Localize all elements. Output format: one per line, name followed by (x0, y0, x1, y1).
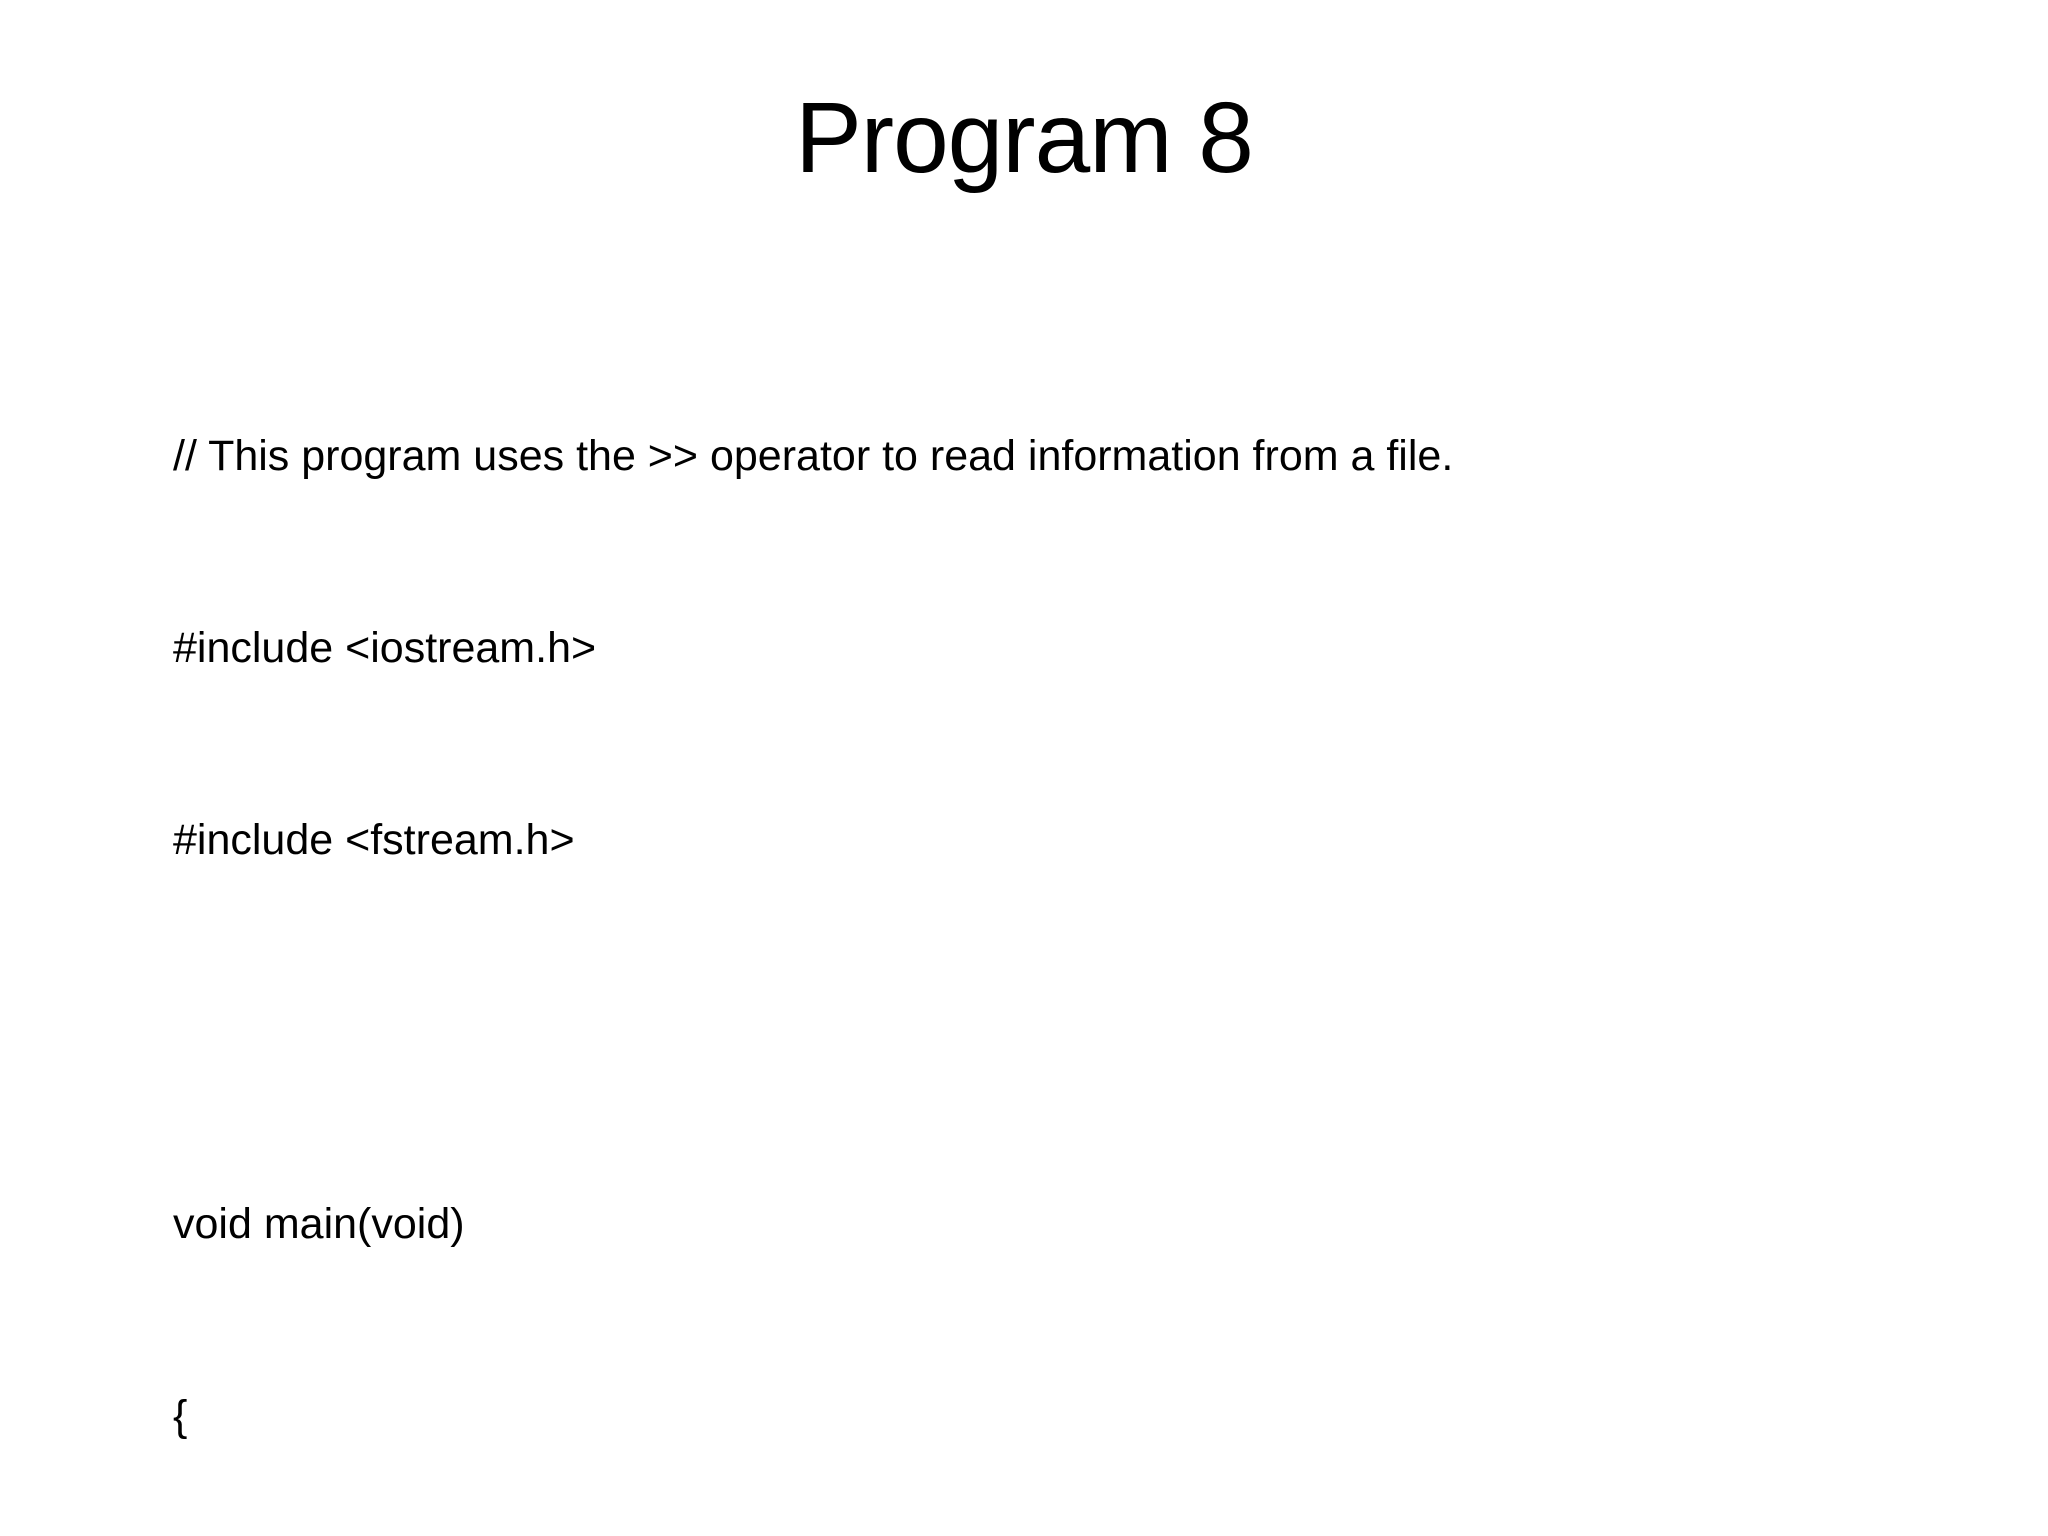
slide-title: Program 8 (795, 82, 1254, 194)
code-line-main-signature: void main(void) (173, 1200, 465, 1248)
code-block: // This program uses the >> operator to … (173, 296, 1893, 1536)
code-line-comment: // This program uses the >> operator to … (173, 432, 1454, 480)
code-line-open-brace: { (173, 1392, 188, 1440)
code-line-include-iostream: #include <iostream.h> (173, 624, 597, 672)
code-line-blank (173, 1000, 1893, 1064)
code-line-include-fstream: #include <fstream.h> (173, 816, 575, 864)
